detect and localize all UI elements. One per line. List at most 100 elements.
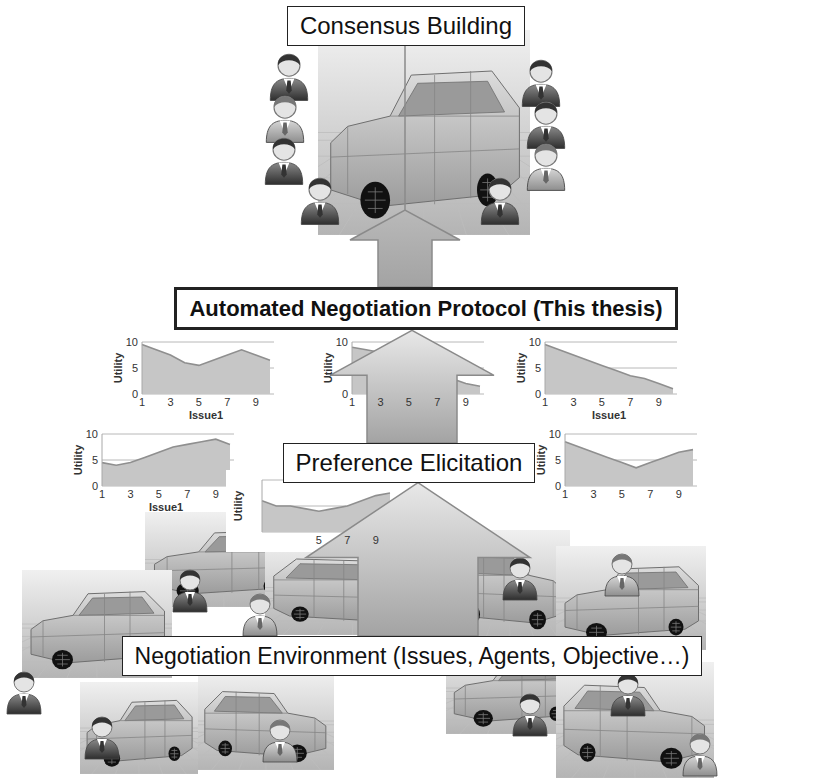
utility-chart	[565, 434, 697, 435]
car-illustration	[137, 648, 148, 660]
person-icon	[85, 739, 119, 759]
person-icon	[7, 694, 41, 714]
person-icon	[265, 162, 302, 184]
car-illustration	[198, 672, 334, 770]
chart-label: 9	[373, 535, 379, 546]
person-icon	[273, 138, 295, 149]
person-icon	[527, 102, 564, 148]
chart-label: 5	[156, 489, 162, 500]
chart-label: 7	[434, 397, 440, 408]
car-illustration	[664, 567, 665, 631]
utility-chart	[545, 345, 673, 394]
utility-chart	[102, 434, 234, 435]
car-illustration	[31, 633, 165, 637]
person-icon	[612, 554, 632, 564]
utility-chart	[102, 434, 103, 486]
utility-chart	[509, 332, 681, 414]
person-icon	[489, 178, 511, 200]
car-illustration	[144, 702, 145, 760]
car-illustration	[565, 567, 699, 636]
car-illustration	[130, 592, 131, 659]
person-icon	[14, 672, 34, 682]
person-icon	[173, 570, 207, 612]
car-illustration	[318, 30, 530, 235]
chart-label: 5	[196, 397, 202, 408]
chart-label: Issue1	[592, 410, 626, 421]
car-illustration	[600, 685, 601, 757]
person-icon	[611, 674, 645, 716]
person-icon	[243, 616, 277, 636]
person-icon	[538, 87, 544, 100]
person-icon	[520, 694, 540, 704]
person-icon	[263, 720, 297, 762]
chart-label: 1	[562, 489, 568, 500]
person-icon	[503, 580, 537, 600]
chart-label: 0	[92, 481, 98, 492]
utility-chart	[565, 442, 693, 468]
chart-label: 3	[377, 397, 383, 408]
person-icon	[250, 594, 270, 614]
person-icon	[265, 138, 302, 184]
chart-label: 0	[342, 389, 348, 400]
person-icon	[527, 144, 564, 190]
chart-label: Utility	[113, 353, 124, 384]
chart-label: 3	[590, 489, 596, 500]
person-icon	[605, 554, 639, 596]
car-illustration	[476, 713, 490, 725]
car-illustration	[314, 718, 315, 750]
person-icon	[522, 60, 559, 106]
car-illustration	[580, 743, 596, 762]
person-icon	[317, 205, 323, 218]
car-illustration	[660, 748, 682, 769]
chart-label: 5	[619, 489, 625, 500]
utility-chart	[142, 342, 143, 394]
car-illustration	[521, 662, 522, 720]
car-illustration	[198, 672, 334, 770]
chart-label: Utility	[323, 353, 334, 384]
person-icon	[274, 96, 296, 107]
car-illustration	[638, 569, 639, 635]
block-arrow	[330, 330, 494, 443]
person-icon	[528, 718, 533, 730]
car-illustration	[80, 760, 198, 761]
person-icon	[281, 165, 287, 178]
chart-label: 7	[184, 489, 190, 500]
utility-chart	[142, 345, 270, 394]
person-icon	[270, 720, 290, 730]
utility-chart	[529, 424, 701, 506]
car-illustration	[360, 182, 390, 219]
person-icon	[543, 171, 549, 184]
person-icon	[612, 554, 632, 574]
person-icon	[626, 698, 631, 710]
car-illustration	[504, 554, 505, 622]
person-icon	[85, 717, 119, 759]
car-illustration	[294, 609, 306, 620]
person-icon	[497, 205, 503, 218]
chart-label: 7	[627, 397, 633, 408]
person-icon	[14, 672, 34, 692]
person-icon	[535, 102, 557, 124]
car-illustration	[22, 678, 172, 679]
chart-label: Utility	[73, 445, 84, 476]
car-illustration	[331, 71, 520, 206]
car-illustration	[120, 720, 192, 721]
car-illustration	[73, 615, 165, 616]
chart-label: 3	[570, 397, 576, 408]
chart-label: 10	[529, 337, 541, 348]
chart-label: 9	[676, 489, 682, 500]
person-icon	[520, 694, 540, 714]
person-icon	[690, 734, 710, 754]
car-illustration	[22, 661, 172, 662]
process-box: Preference Elicitation	[283, 443, 536, 483]
utility-chart	[142, 342, 274, 343]
person-icon	[301, 202, 338, 224]
car-illustration	[582, 746, 593, 759]
person-icon	[270, 54, 307, 100]
car-illustration	[532, 613, 544, 627]
car-illustration	[218, 741, 232, 757]
chart-label: 1	[349, 397, 355, 408]
car-illustration	[450, 638, 570, 639]
chart-label: 5	[535, 363, 541, 374]
car-illustration	[164, 700, 165, 757]
